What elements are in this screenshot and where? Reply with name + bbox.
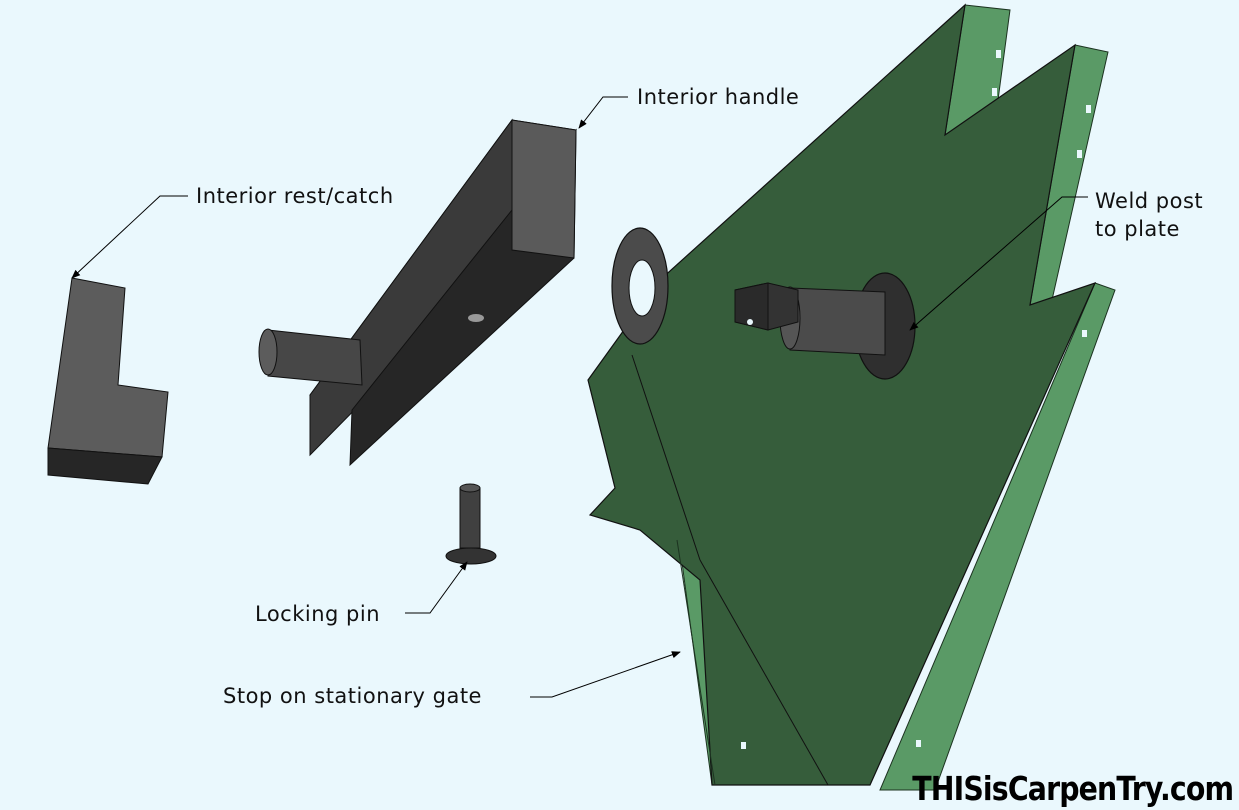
leader-lines	[71, 96, 1088, 698]
gate-edge-right-lower	[879, 282, 1116, 791]
washer	[611, 227, 669, 345]
interior-handle	[258, 118, 577, 467]
locking-pin	[445, 483, 497, 565]
interior-rest-catch	[47, 277, 169, 485]
site-watermark: THISisCarpenTry.com	[912, 769, 1234, 808]
label-stop-on-stationary-gate: Stop on stationary gate	[223, 684, 482, 708]
label-weld-post-line2: to plate	[1095, 217, 1180, 241]
leader-weld-post	[909, 196, 1088, 331]
label-interior-handle: Interior handle	[637, 85, 800, 109]
leader-interior-handle	[578, 96, 628, 129]
label-interior-rest-catch: Interior rest/catch	[196, 184, 394, 208]
label-weld-post-line1: Weld post	[1095, 189, 1204, 213]
weld-post	[734, 272, 916, 380]
gate-panel	[587, 3, 1116, 791]
leader-stop	[530, 651, 681, 698]
label-locking-pin: Locking pin	[255, 602, 381, 626]
leader-locking-pin	[405, 561, 468, 614]
gate-face	[587, 3, 1097, 786]
handle-end	[511, 119, 577, 259]
leader-interior-rest	[71, 195, 188, 279]
